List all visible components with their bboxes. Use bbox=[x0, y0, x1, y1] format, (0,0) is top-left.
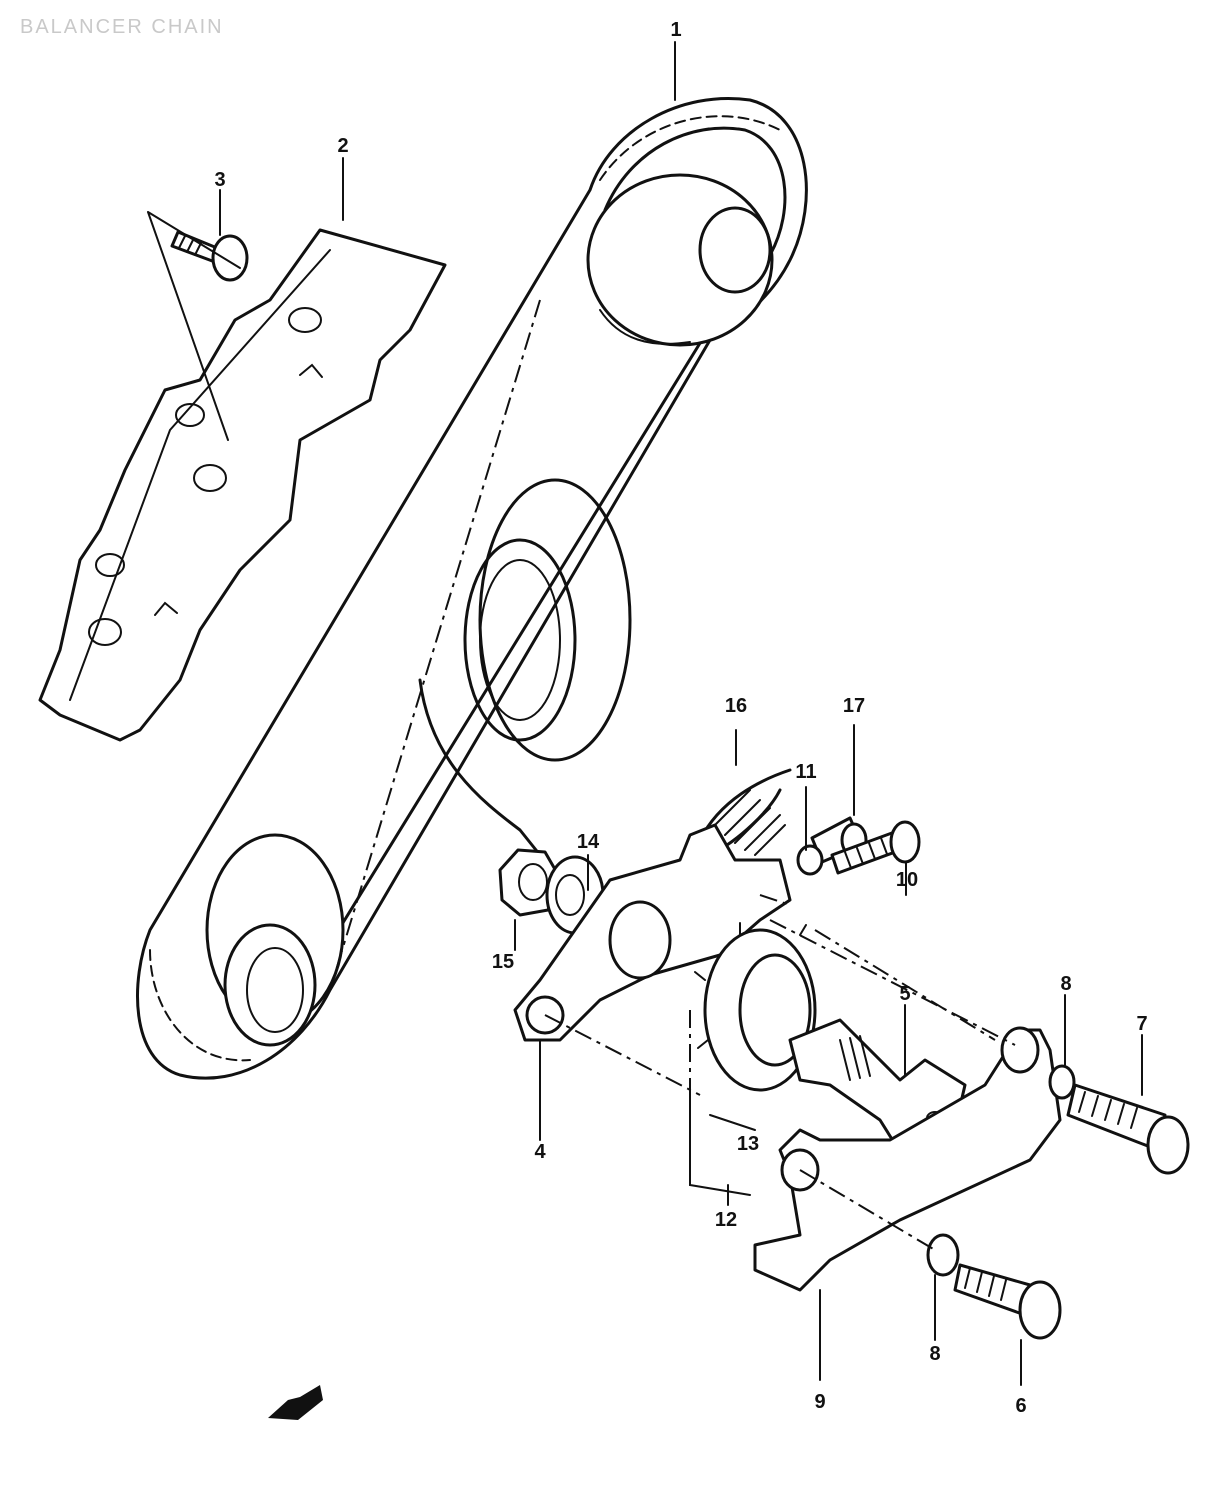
callout-3: 3 bbox=[214, 169, 225, 191]
callout-14: 14 bbox=[577, 831, 600, 853]
adjust-washer bbox=[796, 844, 824, 876]
callout-10: 10 bbox=[896, 869, 918, 891]
bracket-bolt-upper bbox=[1066, 1083, 1190, 1175]
guide-bolt bbox=[170, 230, 249, 282]
tensioner-arm bbox=[513, 823, 792, 1042]
callout-7: 7 bbox=[1136, 1013, 1147, 1035]
front-direction-arrow-icon bbox=[268, 1385, 323, 1420]
bracket-washer-lower bbox=[926, 1233, 960, 1277]
lower-sprocket bbox=[205, 833, 345, 1047]
callout-1: 1 bbox=[670, 19, 681, 41]
callout-2: 2 bbox=[337, 135, 348, 157]
callout-4: 4 bbox=[534, 1141, 546, 1163]
callout-15: 15 bbox=[492, 951, 514, 973]
bracket-washer-upper bbox=[1048, 1064, 1076, 1100]
callout-8-lower: 8 bbox=[929, 1343, 940, 1365]
crank-drum bbox=[418, 478, 632, 882]
adjust-bolt bbox=[830, 820, 921, 875]
callout-8-upper: 8 bbox=[1060, 973, 1071, 995]
callout-13: 13 bbox=[737, 1133, 759, 1155]
callout-17: 17 bbox=[843, 695, 865, 717]
bracket-bolt-lower bbox=[953, 1263, 1062, 1340]
callout-11: 11 bbox=[795, 761, 816, 783]
callout-12: 12 bbox=[715, 1209, 737, 1231]
page-title: BALANCER CHAIN bbox=[20, 16, 224, 38]
callout-9: 9 bbox=[814, 1391, 825, 1413]
callout-16: 16 bbox=[725, 695, 747, 717]
callout-5: 5 bbox=[899, 983, 910, 1005]
callout-6: 6 bbox=[1015, 1395, 1026, 1417]
upper-sprocket bbox=[586, 173, 774, 347]
chain-guide-plate bbox=[38, 228, 447, 742]
